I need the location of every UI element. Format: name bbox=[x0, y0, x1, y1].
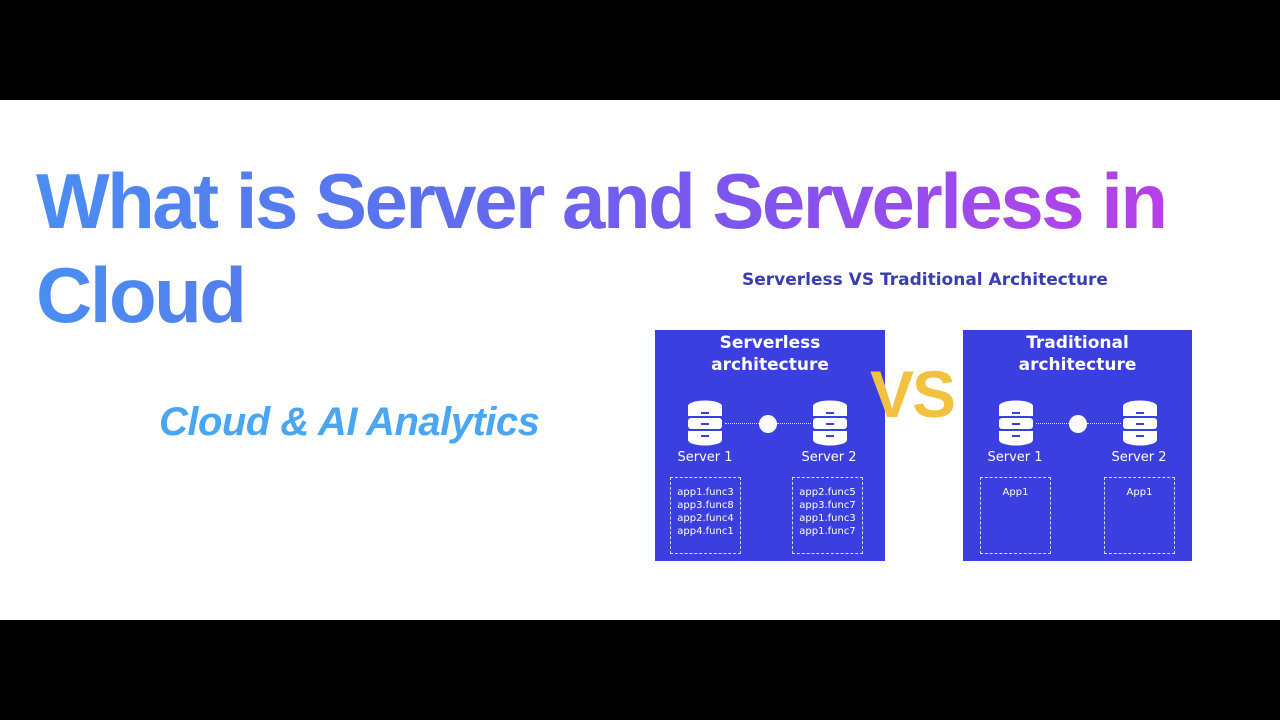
serverless-box-title: Serverless architecture bbox=[711, 333, 829, 375]
network-node-icon bbox=[759, 415, 777, 433]
database-server-icon bbox=[1122, 400, 1158, 446]
serverless-architecture-box: Serverless architecture bbox=[655, 330, 885, 561]
title-line-1: What is Server and Serverless in bbox=[36, 157, 1166, 245]
slide: What is Server and Serverless in Cloud C… bbox=[0, 100, 1280, 620]
connector-line bbox=[777, 423, 811, 424]
database-server-icon bbox=[998, 400, 1034, 446]
connector-line bbox=[1087, 423, 1121, 424]
connector-line bbox=[1036, 423, 1069, 424]
title-line-2: Cloud bbox=[36, 251, 245, 339]
traditional-architecture-box: Traditional architecture bbox=[963, 330, 1192, 561]
server-label: Server 1 bbox=[987, 450, 1043, 465]
traditional-box-title: Traditional architecture bbox=[1018, 333, 1137, 375]
connector-line bbox=[725, 423, 759, 424]
function-list-box: app2.func5 app3.func7 app1.func3 app1.fu… bbox=[792, 477, 863, 554]
server-label: Server 2 bbox=[1111, 450, 1167, 465]
server-label: Server 2 bbox=[801, 450, 857, 465]
subtitle: Cloud & AI Analytics bbox=[159, 400, 540, 444]
network-node-icon bbox=[1069, 415, 1087, 433]
database-server-icon bbox=[687, 400, 723, 446]
page-title: What is Server and Serverless in Cloud bbox=[36, 154, 1256, 342]
vs-label: VS bbox=[870, 357, 956, 431]
letterbox-top bbox=[0, 0, 1280, 100]
letterbox-bottom bbox=[0, 620, 1280, 720]
app-box: App1 bbox=[980, 477, 1051, 554]
database-server-icon bbox=[812, 400, 848, 446]
app-box: App1 bbox=[1104, 477, 1175, 554]
function-list-box: app1.func3 app3.func8 app2.func4 app4.fu… bbox=[670, 477, 741, 554]
server-label: Server 1 bbox=[677, 450, 733, 465]
diagram-heading: Serverless VS Traditional Architecture bbox=[742, 270, 1108, 290]
